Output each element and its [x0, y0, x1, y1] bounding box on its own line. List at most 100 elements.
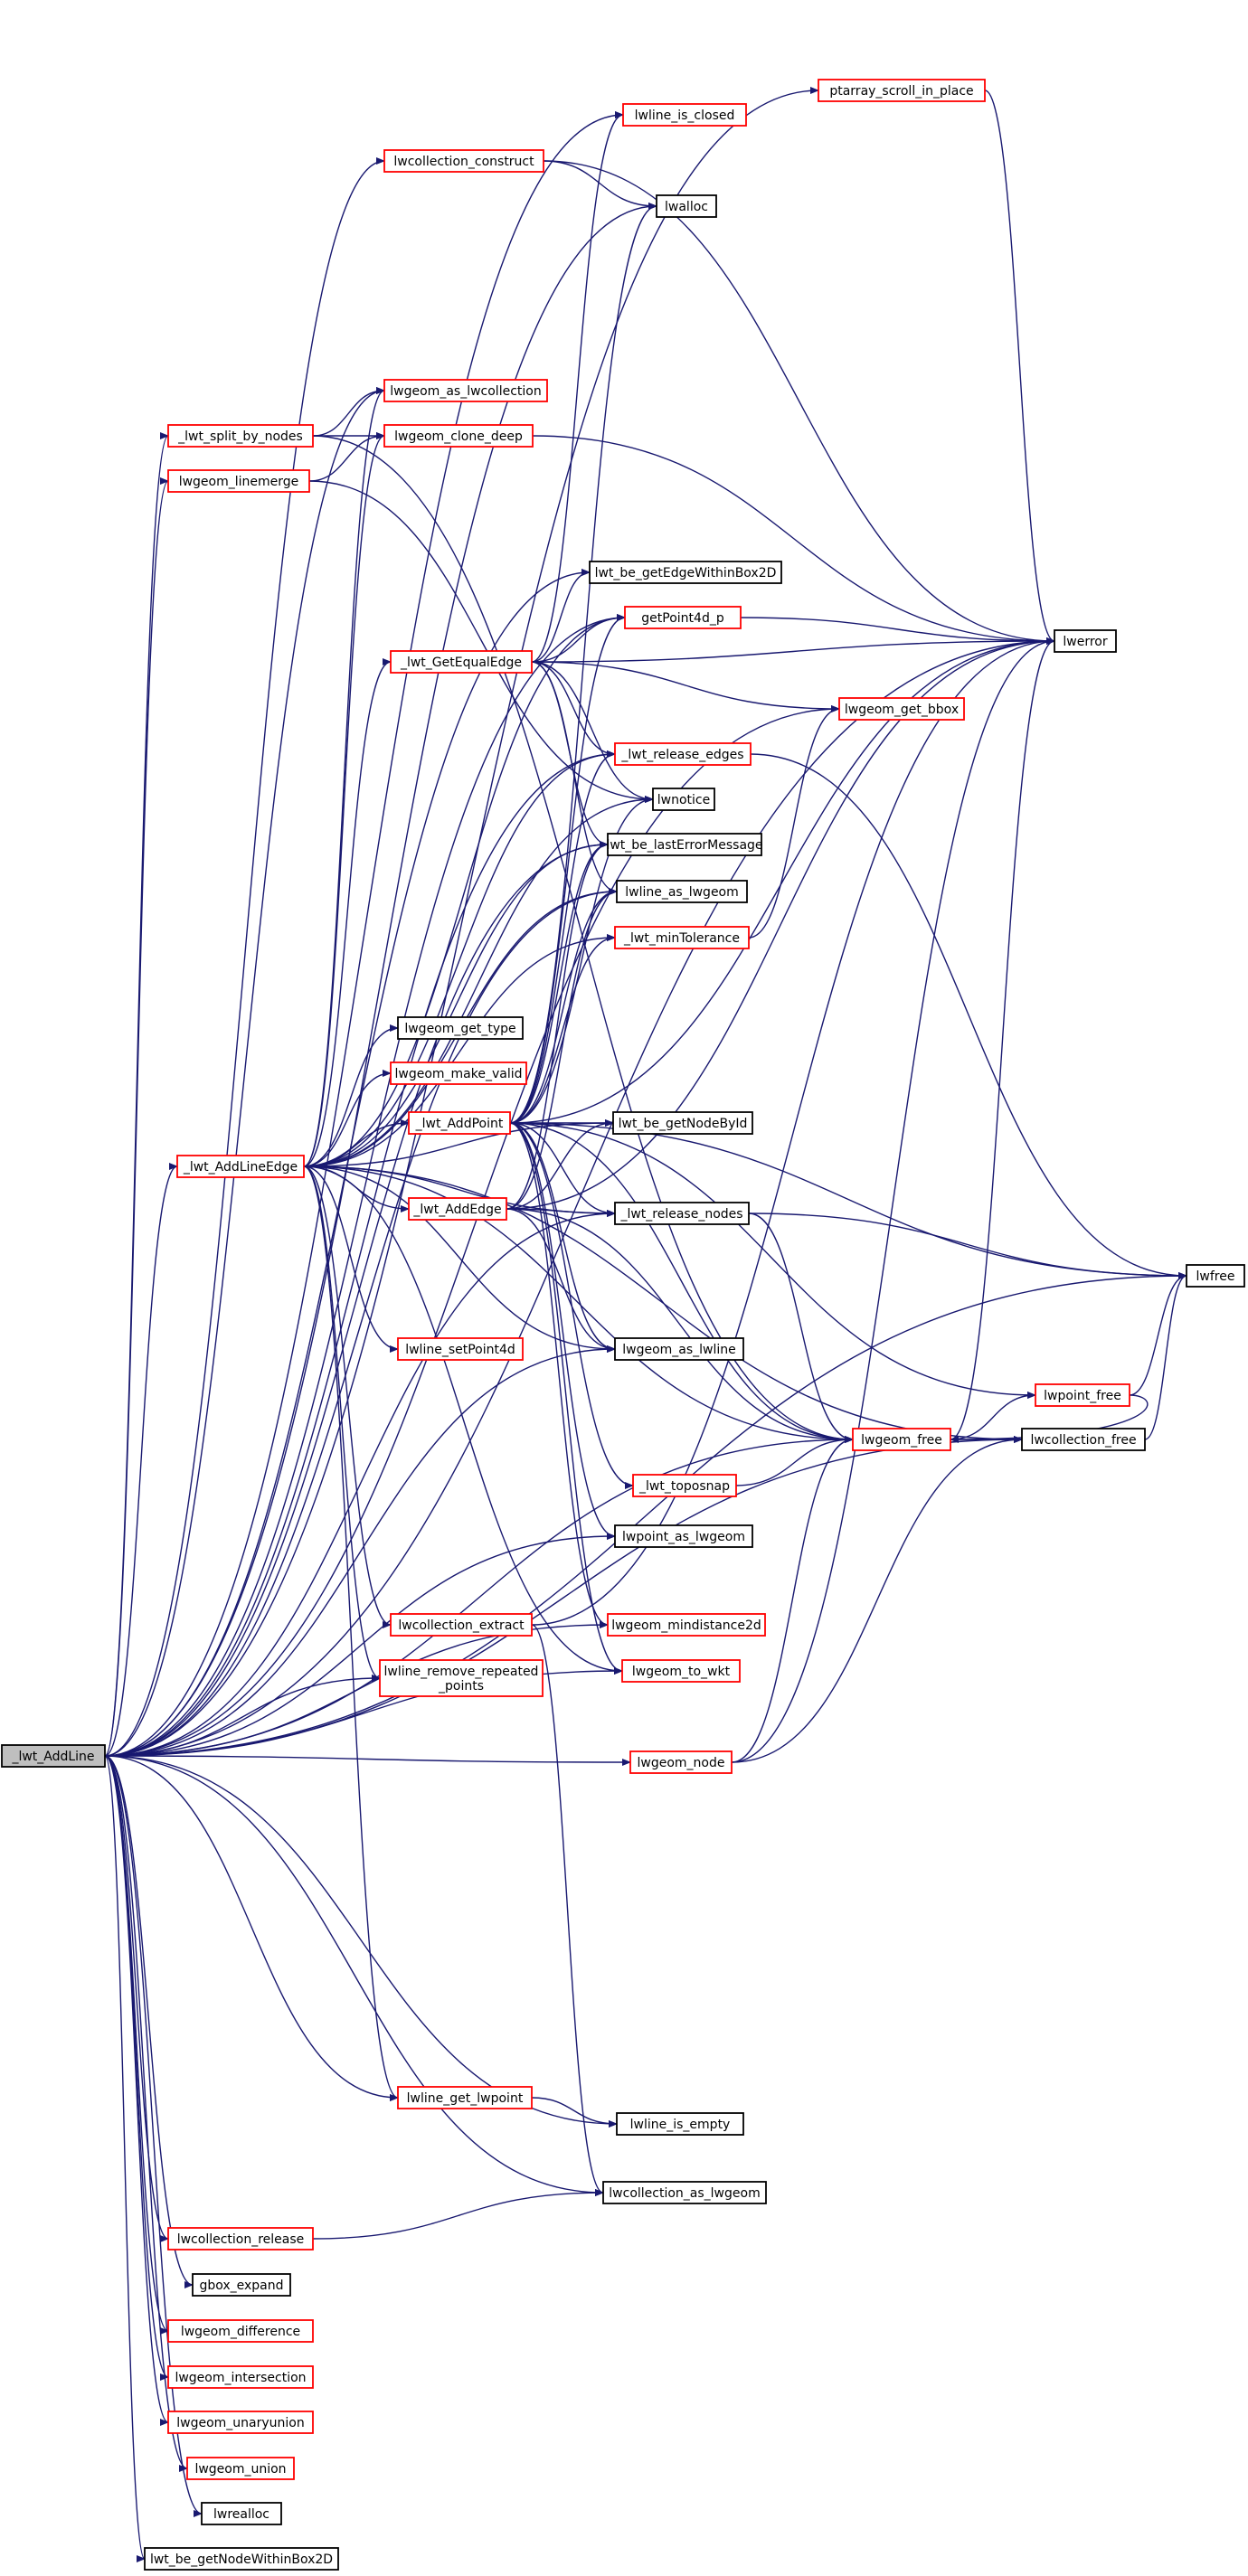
edge-root-to-lastError [104, 841, 609, 1757]
edge-AddLineEdge-to-make_valid [303, 1070, 392, 1167]
node-lwnotice[interactable]: lwnotice [652, 788, 715, 811]
edge-AddPoint-to-lastError [509, 841, 609, 1124]
node-label-split: _lwt_split_by_nodes [177, 429, 303, 444]
node-get_type[interactable]: lwgeom_get_type [397, 1016, 524, 1040]
edge-root-to-lwcoll_construct [104, 157, 385, 1757]
node-lwcoll_free[interactable]: lwcollection_free [1021, 1428, 1146, 1451]
node-box-as_lwline [614, 1337, 744, 1361]
node-box-root [1, 1744, 106, 1768]
edge-ptarray_scroll-to-lwerror [984, 90, 1055, 645]
node-label-lwline_is_closed: lwline_is_closed [635, 109, 735, 123]
edge-root-to-to_wkt [104, 1667, 623, 1757]
edge-root-to-unaryunion [104, 1755, 169, 2426]
edge-lwcoll_extract-to-coll_as_lwgeom [531, 1624, 604, 2196]
node-label-difference: lwgeom_difference [181, 2325, 300, 2339]
node-to_wkt[interactable]: lwgeom_to_wkt [621, 1659, 741, 1683]
node-coll_release[interactable]: lwcollection_release [167, 2227, 314, 2250]
node-label-intersection: lwgeom_intersection [175, 2371, 306, 2385]
node-make_valid[interactable]: lwgeom_make_valid [390, 1062, 527, 1085]
node-lwline_is_empty[interactable]: lwline_is_empty [616, 2112, 744, 2136]
edge-minTolerance-to-get_bbox [748, 705, 840, 939]
node-label-lwrealloc: lwrealloc [213, 2507, 269, 2522]
node-lwpoint_free[interactable]: lwpoint_free [1035, 1383, 1130, 1407]
node-coll_as_lwgeom[interactable]: lwcollection_as_lwgeom [602, 2181, 767, 2204]
node-box-lwcoll_extract [390, 1613, 533, 1637]
node-box-lwnotice [652, 788, 715, 811]
node-box-ptarray_scroll [818, 79, 986, 102]
node-intersection[interactable]: lwgeom_intersection [167, 2365, 314, 2389]
node-toposnap[interactable]: _lwt_toposnap [632, 1474, 737, 1497]
node-setPoint4d[interactable]: lwline_setPoint4d [397, 1337, 524, 1361]
node-lwcoll_construct[interactable]: lwcollection_construct [383, 149, 544, 173]
node-label-gbox_expand: gbox_expand [199, 2279, 283, 2293]
edge-GetEqualEdge-to-getEdgeWithinBox2D [531, 569, 591, 663]
node-box-lwgeom_node [629, 1750, 733, 1774]
node-getEdgeWithinBox2D[interactable]: lwt_be_getEdgeWithinBox2D [589, 561, 782, 584]
node-ptarray_scroll[interactable]: ptarray_scroll_in_place [818, 79, 986, 102]
node-lwline_as_lwgeom[interactable]: lwline_as_lwgeom [616, 880, 748, 903]
node-difference[interactable]: lwgeom_difference [167, 2319, 314, 2343]
node-getNodeWithinBox2D[interactable]: lwt_be_getNodeWithinBox2D [144, 2547, 339, 2571]
node-box-remove_repeated [379, 1659, 544, 1697]
node-gbox_expand[interactable]: gbox_expand [192, 2273, 291, 2297]
node-label-lwpoint_free: lwpoint_free [1044, 1389, 1121, 1403]
nodes-layer: _lwt_AddLine _lwt_AddLineEdge _lwt_AddPoin… [1, 79, 1245, 2571]
node-lwerror[interactable]: lwerror [1054, 629, 1117, 653]
node-AddLineEdge[interactable]: _lwt_AddLineEdge [176, 1155, 305, 1178]
node-GetEqualEdge[interactable]: _lwt_GetEqualEdge [390, 650, 533, 674]
node-box-gbox_expand [192, 2273, 291, 2297]
edge-AddEdge-to-lwline_as_lwgeom [506, 888, 618, 1210]
edge-root-to-union [104, 1755, 188, 2472]
edge-split-to-lwgeom_free [312, 435, 854, 1443]
node-as_lwcollection[interactable]: lwgeom_as_lwcollection [383, 379, 548, 402]
node-lwalloc[interactable]: lwalloc [656, 194, 717, 218]
edge-toposnap-to-lwgeom_free [735, 1436, 854, 1486]
node-as_lwline[interactable]: lwgeom_as_lwline [614, 1337, 744, 1361]
node-unaryunion[interactable]: lwgeom_unaryunion [167, 2411, 314, 2434]
node-release_edges[interactable]: _lwt_release_edges [614, 742, 752, 766]
edge-AddPoint-to-release_nodes [509, 1122, 616, 1217]
edge-lwgeom_free-to-lwpoint_free [950, 1392, 1036, 1440]
edge-lwgeom_node-to-lwerror [731, 637, 1055, 1763]
node-remove_repeated[interactable]: lwline_remove_repeated_points [379, 1659, 544, 1697]
node-linemerge[interactable]: lwgeom_linemerge [167, 469, 310, 493]
node-box-lwline_as_lwgeom [616, 880, 748, 903]
edge-AddLineEdge-to-get_lwpoint [303, 1165, 399, 2101]
node-clone_deep[interactable]: lwgeom_clone_deep [383, 424, 534, 448]
node-lwpoint_as_lwgeom[interactable]: lwpoint_as_lwgeom [614, 1524, 753, 1548]
node-lwline_is_closed[interactable]: lwline_is_closed [622, 103, 747, 127]
node-box-release_nodes [614, 1202, 750, 1225]
node-lwrealloc[interactable]: lwrealloc [201, 2502, 282, 2525]
node-AddPoint[interactable]: _lwt_AddPoint [408, 1111, 511, 1135]
edge-split-to-as_lwcollection [312, 387, 385, 437]
node-mindistance2d[interactable]: lwgeom_mindistance2d [607, 1613, 766, 1637]
node-getPoint4d_p[interactable]: getPoint4d_p [624, 606, 742, 629]
node-label-ptarray_scroll: ptarray_scroll_in_place [829, 84, 973, 99]
node-root[interactable]: _lwt_AddLine [1, 1744, 106, 1768]
node-label-setPoint4d: lwline_setPoint4d [405, 1343, 515, 1357]
node-lwgeom_free[interactable]: lwgeom_free [852, 1428, 951, 1451]
node-box-lwpoint_as_lwgeom [614, 1524, 753, 1548]
node-getNodeById[interactable]: lwt_be_getNodeById [612, 1111, 753, 1135]
node-box-AddPoint [408, 1111, 511, 1135]
node-minTolerance[interactable]: _lwt_minTolerance [614, 926, 750, 949]
node-box-clone_deep [383, 424, 534, 448]
edge-release_nodes-to-lwgeom_free [748, 1213, 854, 1443]
node-AddEdge[interactable]: _lwt_AddEdge [408, 1197, 507, 1221]
edge-root-to-as_lwline [104, 1345, 616, 1757]
node-label-getPoint4d_p: getPoint4d_p [641, 611, 724, 626]
node-label-lwline_as_lwgeom: lwline_as_lwgeom [625, 885, 739, 900]
node-box-lwcoll_construct [383, 149, 544, 173]
node-lastError[interactable]: lwt_be_lastErrorMessage [606, 833, 763, 856]
node-release_nodes[interactable]: _lwt_release_nodes [614, 1202, 750, 1225]
node-union[interactable]: lwgeom_union [186, 2457, 295, 2480]
node-label-lwfree: lwfree [1196, 1269, 1235, 1284]
node-lwgeom_node[interactable]: lwgeom_node [629, 1750, 733, 1774]
node-split[interactable]: _lwt_split_by_nodes [167, 424, 314, 448]
node-box-getNodeWithinBox2D [144, 2547, 339, 2571]
edge-get_lwpoint-to-lwline_is_empty [531, 2097, 618, 2128]
node-get_lwpoint[interactable]: lwline_get_lwpoint [397, 2086, 533, 2109]
node-lwcoll_extract[interactable]: lwcollection_extract [390, 1613, 533, 1637]
node-get_bbox[interactable]: lwgeom_get_bbox [838, 697, 965, 721]
node-lwfree[interactable]: lwfree [1186, 1264, 1245, 1288]
